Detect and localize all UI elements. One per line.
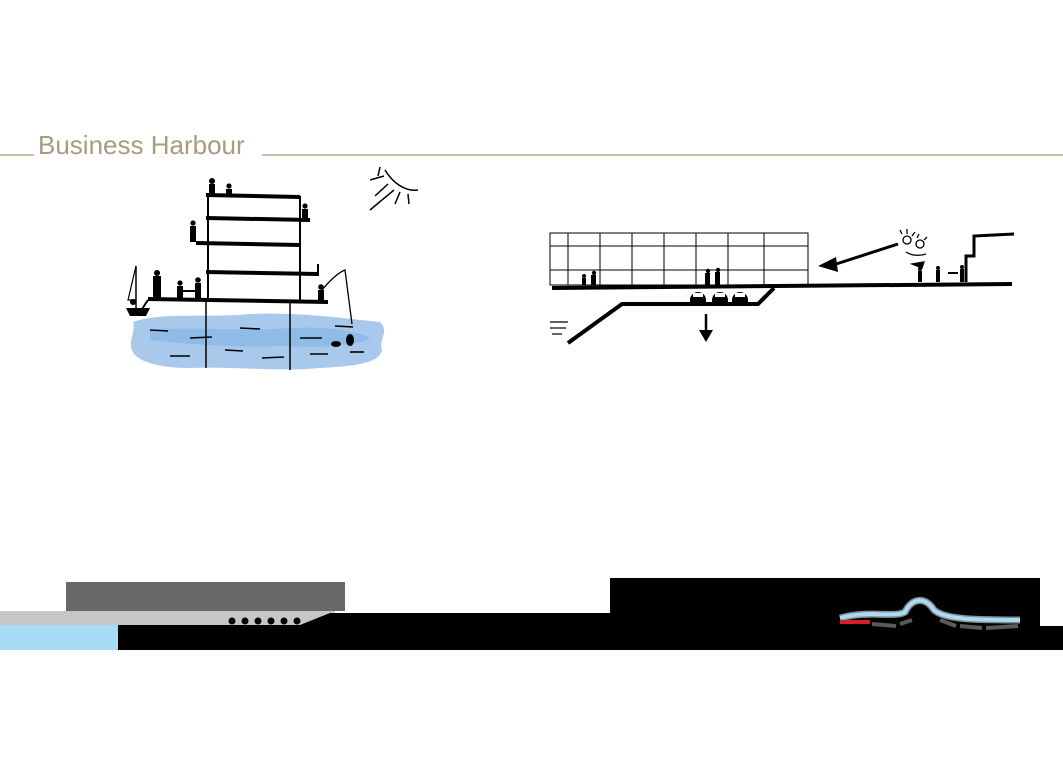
quay-strip [0, 611, 335, 625]
people-figures [582, 265, 964, 285]
wavy-landscape-strip [839, 597, 1021, 630]
person-figure [582, 274, 586, 285]
person-figure [153, 270, 161, 298]
water-lines [550, 321, 568, 335]
sun-icon [899, 229, 928, 269]
building-frame [139, 193, 329, 313]
water-area [130, 300, 385, 370]
table [183, 290, 195, 292]
person-figure [195, 277, 201, 298]
person-figure [936, 266, 940, 282]
train-icon [690, 292, 748, 305]
lower-level-line [566, 286, 776, 345]
person-figure [209, 178, 215, 194]
person-figure [318, 284, 324, 301]
right-building [964, 232, 1015, 282]
person-figure [591, 270, 597, 285]
ground-mass [118, 578, 1063, 650]
person-figure [226, 183, 232, 195]
person-figure [705, 268, 711, 285]
arrow-down-icon [699, 314, 713, 342]
facade-grid [549, 232, 809, 286]
title-rule-right [262, 154, 1063, 156]
sun-icon [369, 166, 419, 211]
page-title: Business Harbour [38, 130, 245, 160]
water-ripples [149, 325, 364, 359]
person-figure [177, 280, 183, 298]
quay-section-sketch [549, 229, 1015, 345]
table [948, 272, 958, 274]
ground-line [551, 282, 1013, 290]
people-figures [153, 178, 324, 301]
sailboat-icon [126, 265, 150, 316]
floating-building-sketch [126, 166, 419, 370]
water-edge-block [0, 625, 118, 650]
person-figure [190, 220, 196, 242]
title-rule-left [0, 154, 34, 156]
tunnel-dots [228, 617, 301, 625]
section-header: Business Harbour [0, 128, 1063, 168]
person-figure [302, 203, 308, 218]
arrow-left-icon [818, 242, 899, 272]
harbour-building-block [66, 582, 345, 611]
person-figure [715, 267, 721, 285]
person-figure [960, 265, 964, 282]
site-section-band [0, 578, 1063, 650]
fish-icon [331, 334, 354, 347]
fishing-line [321, 269, 353, 325]
person-figure [918, 267, 922, 282]
